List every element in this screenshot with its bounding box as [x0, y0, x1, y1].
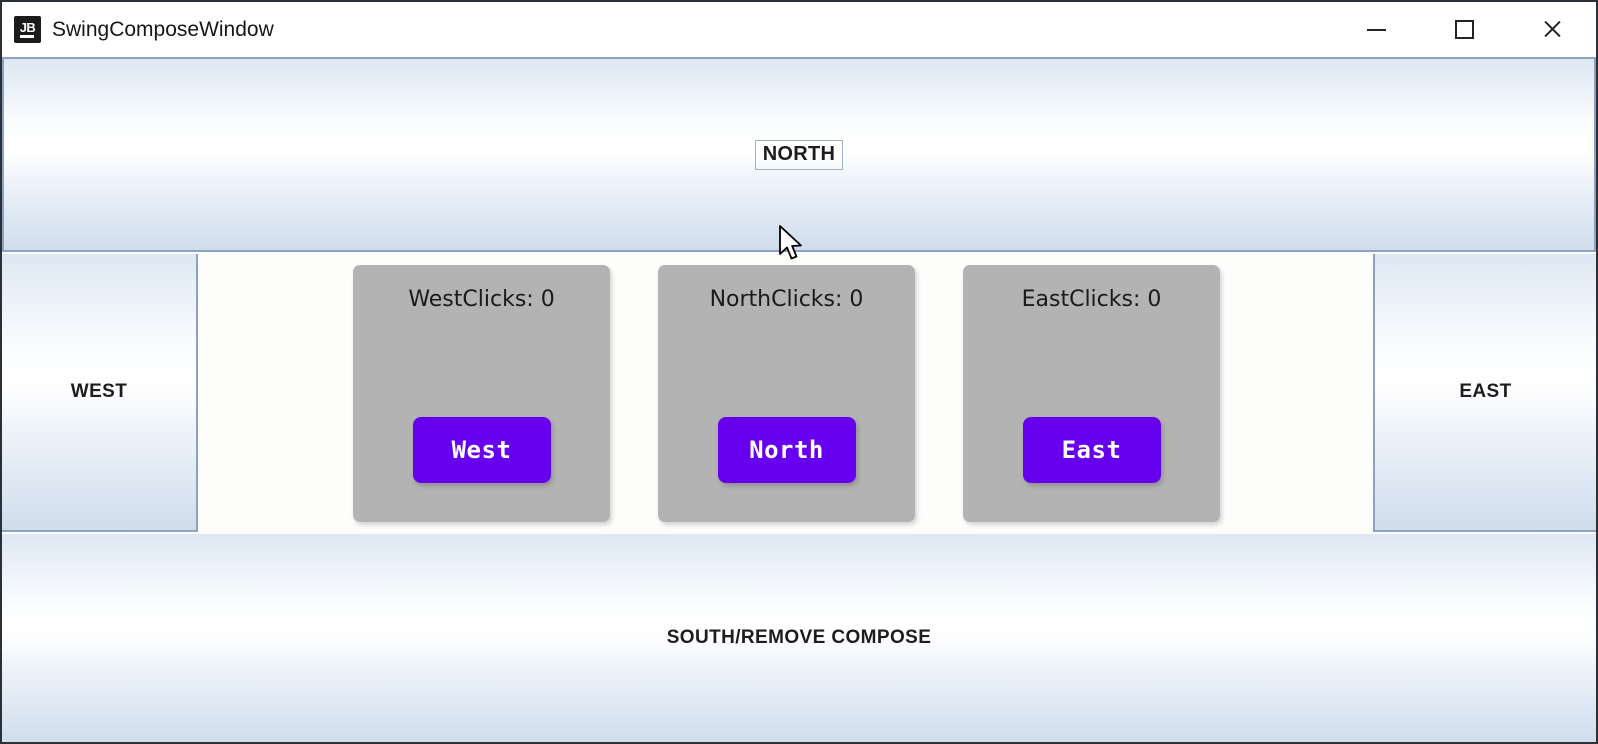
title-bar[interactable]: JB SwingComposeWindow — [2, 2, 1596, 57]
compose-card-north: NorthClicks: 0 North — [658, 264, 915, 522]
north-click-counter: NorthClicks: 0 — [709, 286, 864, 312]
maximize-button[interactable] — [1420, 2, 1508, 57]
east-click-counter: EastClicks: 0 — [1021, 286, 1162, 312]
minimize-icon — [1366, 28, 1386, 31]
window-title: SwingComposeWindow — [52, 17, 274, 41]
compose-card-east: EastClicks: 0 East — [963, 264, 1220, 522]
compose-center-panel: WestClicks: 0 West NorthClicks: 0 North … — [200, 254, 1373, 532]
jetbrains-logo-bar — [20, 35, 34, 38]
east-label: EAST — [1459, 381, 1512, 402]
north-button[interactable]: North — [717, 416, 856, 483]
east-panel[interactable]: EAST — [1373, 254, 1596, 532]
jetbrains-logo-icon: JB — [14, 16, 41, 43]
west-label: WEST — [70, 381, 128, 402]
north-label[interactable]: NORTH — [754, 139, 844, 170]
west-panel[interactable]: WEST — [2, 254, 198, 532]
south-label: SOUTH/REMOVE COMPOSE — [666, 627, 932, 648]
minimize-button[interactable] — [1332, 2, 1420, 57]
west-button[interactable]: West — [412, 416, 551, 483]
jetbrains-logo-text: JB — [19, 20, 36, 35]
west-click-counter: WestClicks: 0 — [408, 286, 555, 312]
compose-card-west: WestClicks: 0 West — [353, 264, 610, 522]
content-root: NORTH WEST WestClicks: 0 West NorthClick… — [2, 57, 1596, 742]
close-button[interactable] — [1508, 2, 1596, 57]
maximize-icon — [1454, 20, 1474, 39]
close-icon — [1542, 19, 1563, 40]
east-button[interactable]: East — [1022, 416, 1161, 483]
window-controls — [1332, 2, 1596, 57]
south-panel[interactable]: SOUTH/REMOVE COMPOSE — [2, 534, 1596, 742]
north-panel[interactable]: NORTH — [2, 57, 1596, 252]
